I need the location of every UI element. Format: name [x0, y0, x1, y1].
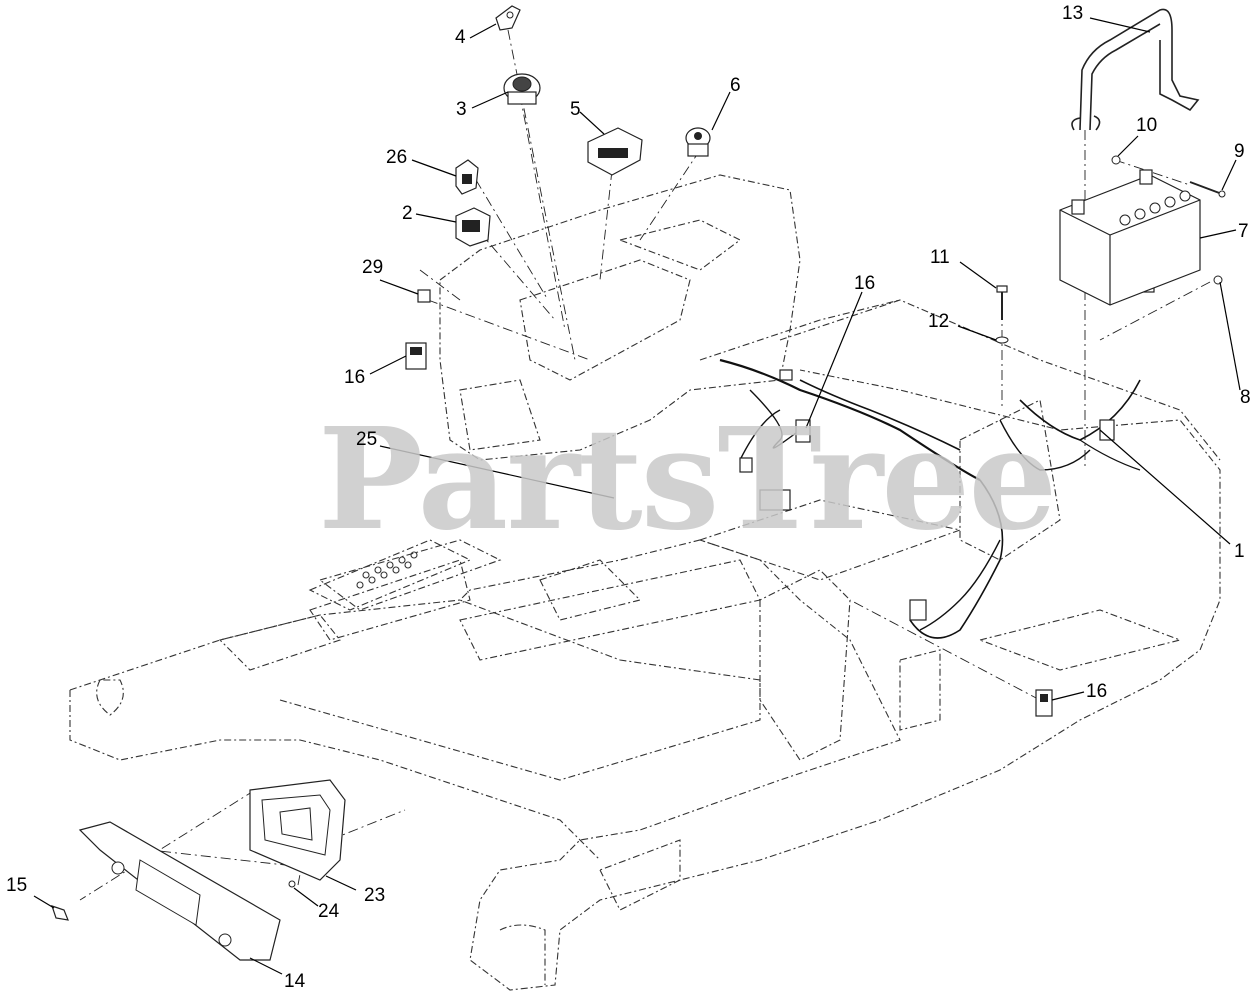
callout-29: 29: [362, 257, 384, 278]
bezel-14-part: [78, 821, 281, 961]
bolt-8-part: [1213, 275, 1223, 285]
callout-16-rear: 16: [1086, 681, 1108, 702]
screw-15-part: [51, 905, 69, 921]
mower-frame: [69, 174, 1221, 991]
clip-29-part: [417, 289, 431, 303]
nut-10-part: [1111, 155, 1121, 165]
battery-part: [1059, 169, 1201, 306]
callout-12: 12: [928, 311, 950, 332]
callout-25: 25: [356, 429, 378, 450]
callout-11: 11: [930, 247, 950, 268]
screw-24-part: [288, 880, 296, 888]
watermark: PartsTree: [318, 398, 1057, 562]
power-outlet-part: [685, 127, 711, 157]
bolt-9-part: [1189, 181, 1226, 198]
bolt-11-part: [996, 285, 1008, 320]
projection-lines: [79, 29, 1211, 901]
callout-1: 1: [1234, 541, 1245, 562]
relay-16c-part: [1035, 689, 1053, 717]
leader-lines: [33, 17, 1241, 975]
callout-7: 7: [1238, 221, 1249, 242]
ignition-key-part: [495, 5, 521, 31]
callout-4: 4: [455, 27, 466, 48]
hour-meter-part: [587, 127, 643, 176]
callout-5: 5: [570, 99, 581, 120]
callout-9: 9: [1234, 141, 1245, 162]
callout-24: 24: [318, 901, 340, 922]
callout-10: 10: [1136, 115, 1158, 136]
callout-16-console: 16: [344, 367, 366, 388]
rocker-switch-2-part: [455, 207, 491, 247]
callout-16-harness: 16: [854, 273, 876, 294]
callout-13: 13: [1062, 3, 1084, 24]
callout-15: 15: [6, 875, 28, 896]
ignition-switch-part: [503, 73, 541, 105]
rocker-switch-26-part: [455, 159, 479, 195]
callout-8: 8: [1240, 387, 1251, 408]
callout-6: 6: [730, 75, 741, 96]
handle-13-part: [1071, 8, 1200, 131]
headlight-23-part: [249, 779, 346, 881]
callout-26: 26: [386, 147, 408, 168]
washer-12-part: [995, 336, 1009, 344]
relay-16a-part: [405, 342, 427, 370]
callout-2: 2: [402, 203, 413, 224]
footplate-holes: [356, 551, 418, 589]
callout-14: 14: [284, 971, 306, 992]
callout-23: 23: [364, 885, 386, 906]
callout-3: 3: [456, 99, 467, 120]
